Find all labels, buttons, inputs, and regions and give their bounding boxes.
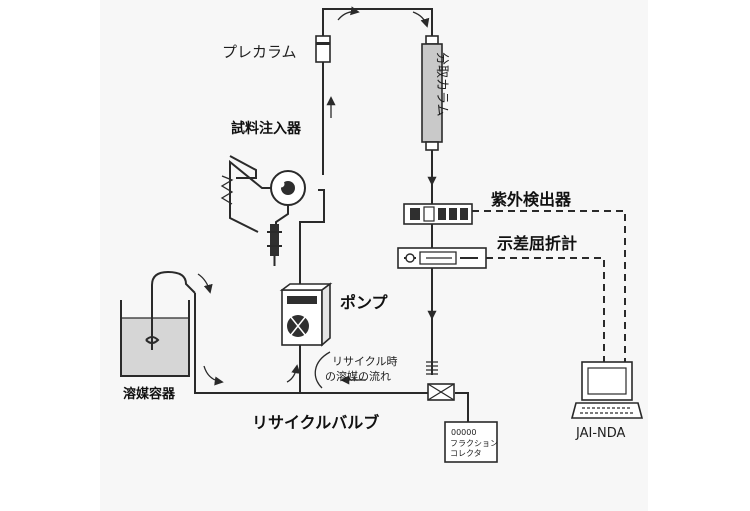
precolumn-band (316, 42, 330, 45)
pump-label: ポンプ (340, 293, 389, 312)
fraction-collector: 00000 フラクション コレクタ (444, 421, 498, 463)
pump (279, 282, 333, 347)
prep-column-label: 分取カラム (434, 52, 449, 117)
flow-pipes (194, 8, 469, 422)
computer (570, 361, 644, 419)
diagram-panel (100, 0, 648, 511)
uv-detector (403, 203, 473, 225)
prep-column (421, 35, 443, 151)
fraction-collector-label-line1: フラクション (450, 439, 498, 448)
recycle-valve (426, 361, 455, 401)
fraction-collector-digits: 00000 (451, 428, 476, 437)
precolumn (315, 35, 331, 63)
recycle-flow-label-line1: リサイクル時 (332, 355, 397, 368)
injector (220, 155, 306, 266)
computer-label: JAI-NDA (575, 426, 626, 441)
flow-arrows (197, 6, 437, 386)
ri-detector-label: 示差屈折計 (497, 234, 577, 253)
solvent-reservoir (120, 270, 196, 377)
ri-detector (397, 247, 487, 269)
solvent-reservoir-label: 溶媒容器 (123, 386, 176, 402)
injector-label: 試料注入器 (231, 120, 302, 137)
signal-cables (472, 210, 626, 362)
recycle-flow-label-line2: の溶媒の流れ (325, 369, 391, 383)
recycle-valve-label: リサイクルバルブ (252, 413, 379, 432)
precolumn-label: プレカラム (222, 43, 297, 61)
fraction-collector-label-line2: コレクタ (450, 449, 482, 458)
uv-detector-label: 紫外検出器 (491, 190, 572, 209)
